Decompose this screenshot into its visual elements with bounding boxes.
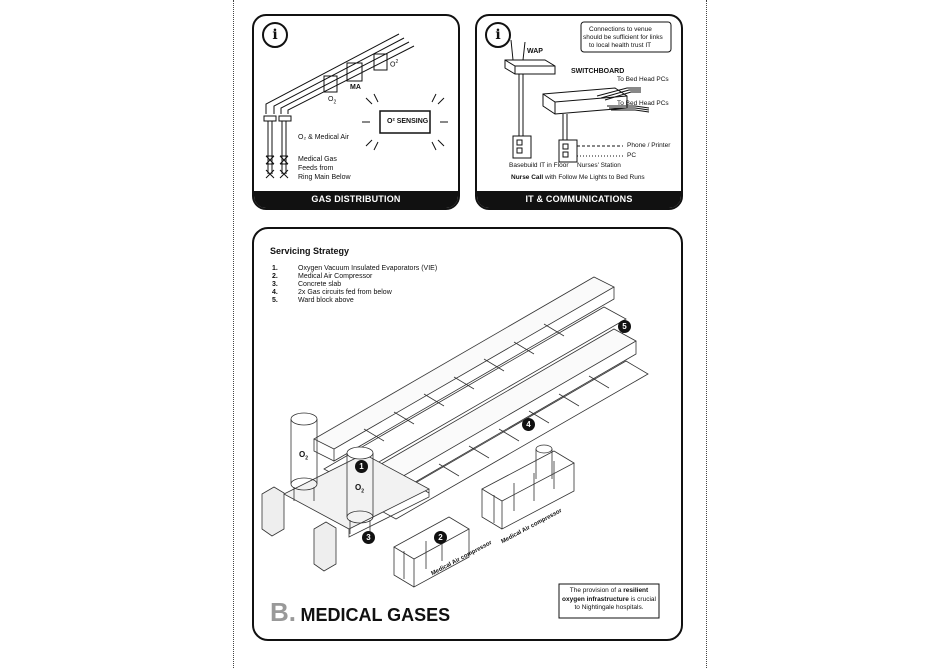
left-dotted-border [233, 0, 234, 668]
o2-tank-label-2: O2 [355, 483, 365, 495]
list-item-number: 2. [272, 273, 278, 280]
it-communications-title: IT & COMMUNICATIONS [477, 191, 681, 208]
list-item-text: Ward block above [298, 297, 354, 304]
pc-label: PC [627, 152, 637, 159]
list-item-number: 3. [272, 281, 278, 288]
list-item-number: 4. [272, 289, 278, 296]
servicing-strategy-title: Servicing Strategy [270, 246, 350, 256]
section-letter: B. [270, 597, 296, 627]
o2-medical-air-label: O₂ & Medical Air [298, 134, 349, 141]
ma-outlet-label: MA [350, 84, 361, 91]
marker-4: 4 [522, 418, 535, 431]
marker-5: 5 [618, 320, 631, 333]
section-heading: B. MEDICAL GASES [270, 597, 450, 628]
o2-sensing-label: O² SENSING [387, 118, 429, 125]
o2-outlet-label-2: O2 [390, 59, 399, 69]
list-item-number: 1. [272, 265, 278, 272]
medical-gases-panel: Servicing Strategy 1. Oxygen Vacuum Insu… [252, 227, 683, 641]
isometric-servicing-drawing [261, 276, 660, 619]
nurse-call-label: Nurse Call with Follow Me Lights to Bed … [511, 174, 645, 181]
marker-3: 3 [362, 531, 375, 544]
it-network-drawing [504, 21, 672, 163]
section-title: MEDICAL GASES [300, 605, 451, 625]
switchboard-label: SWITCHBOARD [571, 68, 625, 75]
marker-1: 1 [355, 460, 368, 473]
o2-outlet-label: O2 [328, 96, 337, 106]
bed-head-label-2: To Bed Head PCs [617, 100, 669, 107]
phone-printer-label: Phone / Printer [627, 142, 671, 149]
list-item-text: Medical Air Compressor [298, 273, 373, 280]
bed-head-label-1: To Bed Head PCs [617, 76, 669, 83]
nurses-station-label: Nurses' Station [577, 162, 621, 169]
resilience-callout: The provision of a resilient oxygen infr… [562, 587, 656, 611]
marker-2: 2 [434, 531, 447, 544]
gas-distribution-title: GAS DISTRIBUTION [254, 191, 458, 208]
list-item-text: Oxygen Vacuum Insulated Evaporators (VIE… [298, 265, 438, 272]
info-icon: i [262, 22, 288, 48]
gas-distribution-drawing [263, 33, 448, 179]
list-item-number: 5. [272, 297, 278, 304]
it-communications-panel: i Connections to venue [475, 14, 683, 210]
list-item-text: Concrete slab [298, 281, 342, 288]
right-dotted-border [706, 0, 707, 668]
o2-tank-label-1: O2 [299, 450, 309, 462]
list-item-text: 2x Gas circuits fed from below [298, 289, 392, 296]
basebuild-label: Basebuild IT in Floor [509, 162, 569, 169]
wap-label: WAP [527, 48, 543, 55]
gas-distribution-panel: i O2 MA O2 O₂ & Medica [252, 14, 460, 210]
info-icon: i [485, 22, 511, 48]
